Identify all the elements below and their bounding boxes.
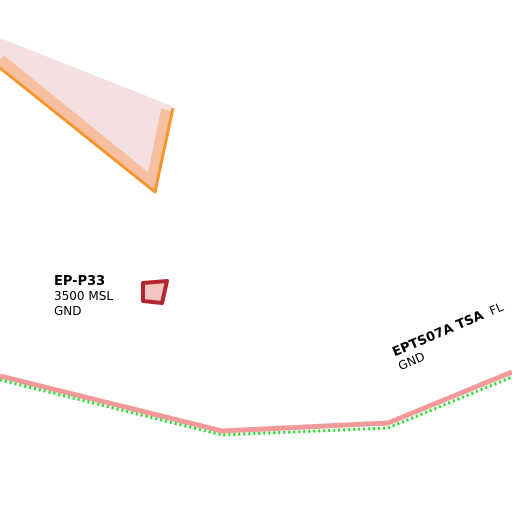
airspace-epts07a-dotted-edge bbox=[0, 375, 512, 437]
airspace-ep-p33[interactable] bbox=[141, 279, 169, 305]
airspace-epts07a-tsa[interactable] bbox=[0, 369, 512, 437]
ep-p33-upper-limit: 3500 MSL bbox=[54, 289, 114, 303]
airspace-ep-p33-shape bbox=[141, 279, 169, 305]
ep-p33-label: EP-P33 3500 MSL GND bbox=[54, 274, 113, 319]
airspace-top-left-border bbox=[0, 66, 175, 194]
airspace-top-left[interactable] bbox=[0, 38, 175, 194]
airspace-top-left-inner-band bbox=[0, 55, 173, 189]
airspace-top-left-fill bbox=[0, 38, 172, 192]
airspace-epts07a-border bbox=[0, 369, 512, 434]
ep-p33-lower-limit: GND bbox=[54, 304, 82, 318]
ep-p33-name: EP-P33 bbox=[54, 274, 106, 289]
